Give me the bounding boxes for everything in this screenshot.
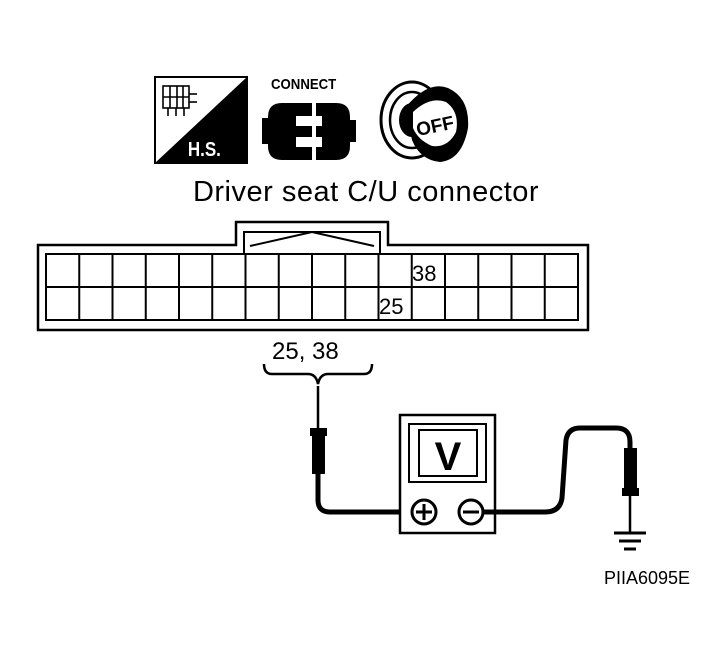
ignition-key-off-icon: OFF (379, 80, 469, 162)
measured-pins-label: 25, 38 (272, 338, 339, 365)
harness-side-icon: H.S. (154, 76, 248, 164)
connector-title: Driver seat C/U connector (192, 176, 540, 208)
plus-terminal-icon (410, 498, 438, 526)
connect-label: CONNECT (271, 75, 337, 92)
figure-code: PIIA6095E (603, 568, 690, 588)
ground-icon (614, 531, 646, 551)
connect-icon: CONNECT (262, 75, 356, 160)
voltmeter: V (398, 413, 497, 535)
pin-label-25: 25 (379, 294, 403, 319)
pins-brace (262, 363, 374, 385)
probe-positive (310, 386, 410, 515)
probe-negative (483, 425, 639, 532)
minus-terminal-icon (457, 498, 485, 526)
pin-label-38: 38 (412, 261, 436, 286)
harness-side-label: H.S. (188, 138, 221, 161)
meter-unit-label: V (435, 435, 462, 479)
connector-cavities (78, 254, 546, 320)
